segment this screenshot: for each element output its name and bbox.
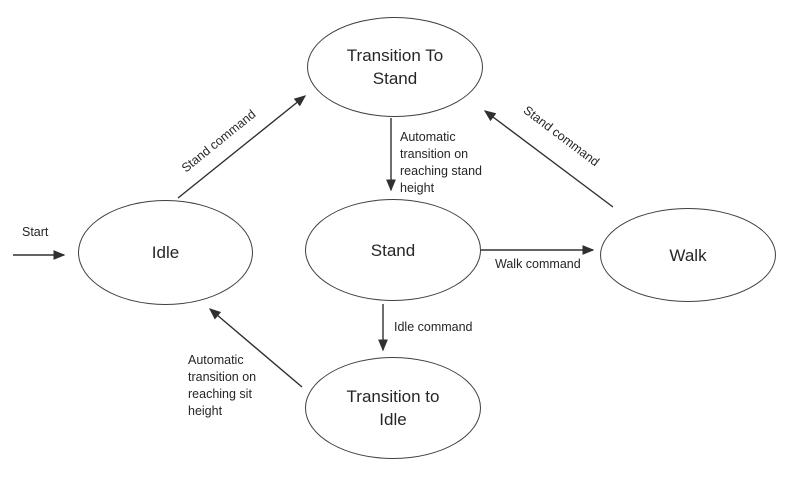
state-idle-label: Idle: [151, 243, 180, 262]
edge-label-walk-command: Walk command: [495, 257, 581, 271]
state-stand-label: Stand: [370, 240, 416, 260]
state-walk: Walk: [600, 208, 776, 302]
state-transition-to-stand: Transition To Stand: [307, 17, 483, 117]
arrow-idle-to-transition-to-stand: [177, 95, 307, 199]
state-stand: Stand: [305, 199, 481, 301]
edge-label-idle-command: Idle command: [394, 320, 473, 334]
state-transition-to-idle-label: Transition to Idle: [346, 387, 440, 429]
state-idle: Idle: [78, 200, 253, 305]
state-transition-to-idle: Transition to Idle: [305, 357, 481, 459]
state-walk-label: Walk: [669, 245, 707, 265]
edge-label-start: Start: [22, 225, 49, 239]
state-transition-to-stand-label: Transition To Stand: [346, 46, 444, 88]
arrow-transition-to-idle-to-idle: [208, 308, 303, 388]
edge-label-automatic-transition-sit-height: Automatic transition on reaching sit hei…: [188, 353, 257, 418]
arrow-walk-to-transition-to-stand: [483, 110, 614, 208]
edge-label-automatic-transition-stand-height: Automatic transition on reaching stand h…: [400, 130, 483, 195]
